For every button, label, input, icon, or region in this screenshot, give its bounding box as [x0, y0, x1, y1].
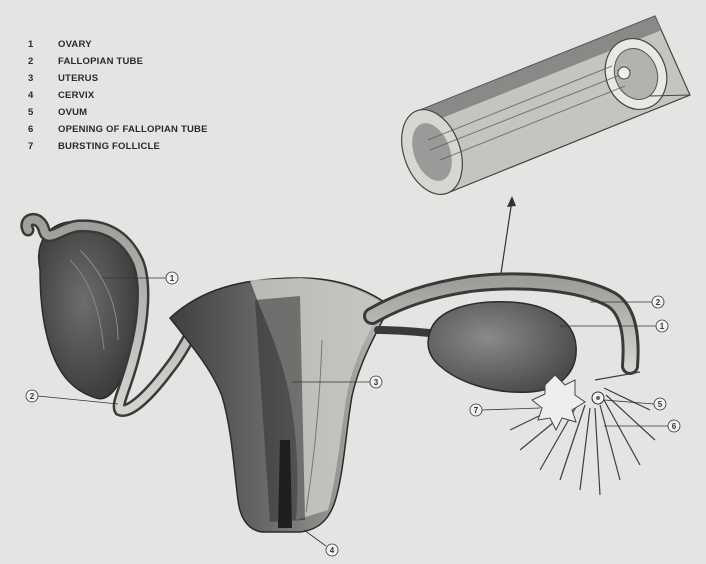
uterus — [170, 278, 390, 532]
svg-text:3: 3 — [374, 378, 379, 387]
tube-cross-section — [391, 16, 690, 203]
svg-text:1: 1 — [660, 322, 665, 331]
svg-text:7: 7 — [474, 406, 479, 415]
svg-text:2: 2 — [30, 392, 35, 401]
callout-ovary-right: 1 — [560, 320, 668, 332]
callout-cervix: 4 — [304, 530, 338, 556]
svg-text:5: 5 — [658, 400, 663, 409]
svg-text:4: 4 — [330, 546, 335, 555]
svg-text:2: 2 — [656, 298, 661, 307]
pointer-arrow — [500, 196, 516, 280]
callout-ovum: 5 — [604, 398, 666, 410]
svg-text:6: 6 — [672, 422, 677, 431]
svg-text:1: 1 — [170, 274, 175, 283]
ovum — [592, 392, 604, 404]
callout-follicle: 7 — [470, 404, 540, 416]
